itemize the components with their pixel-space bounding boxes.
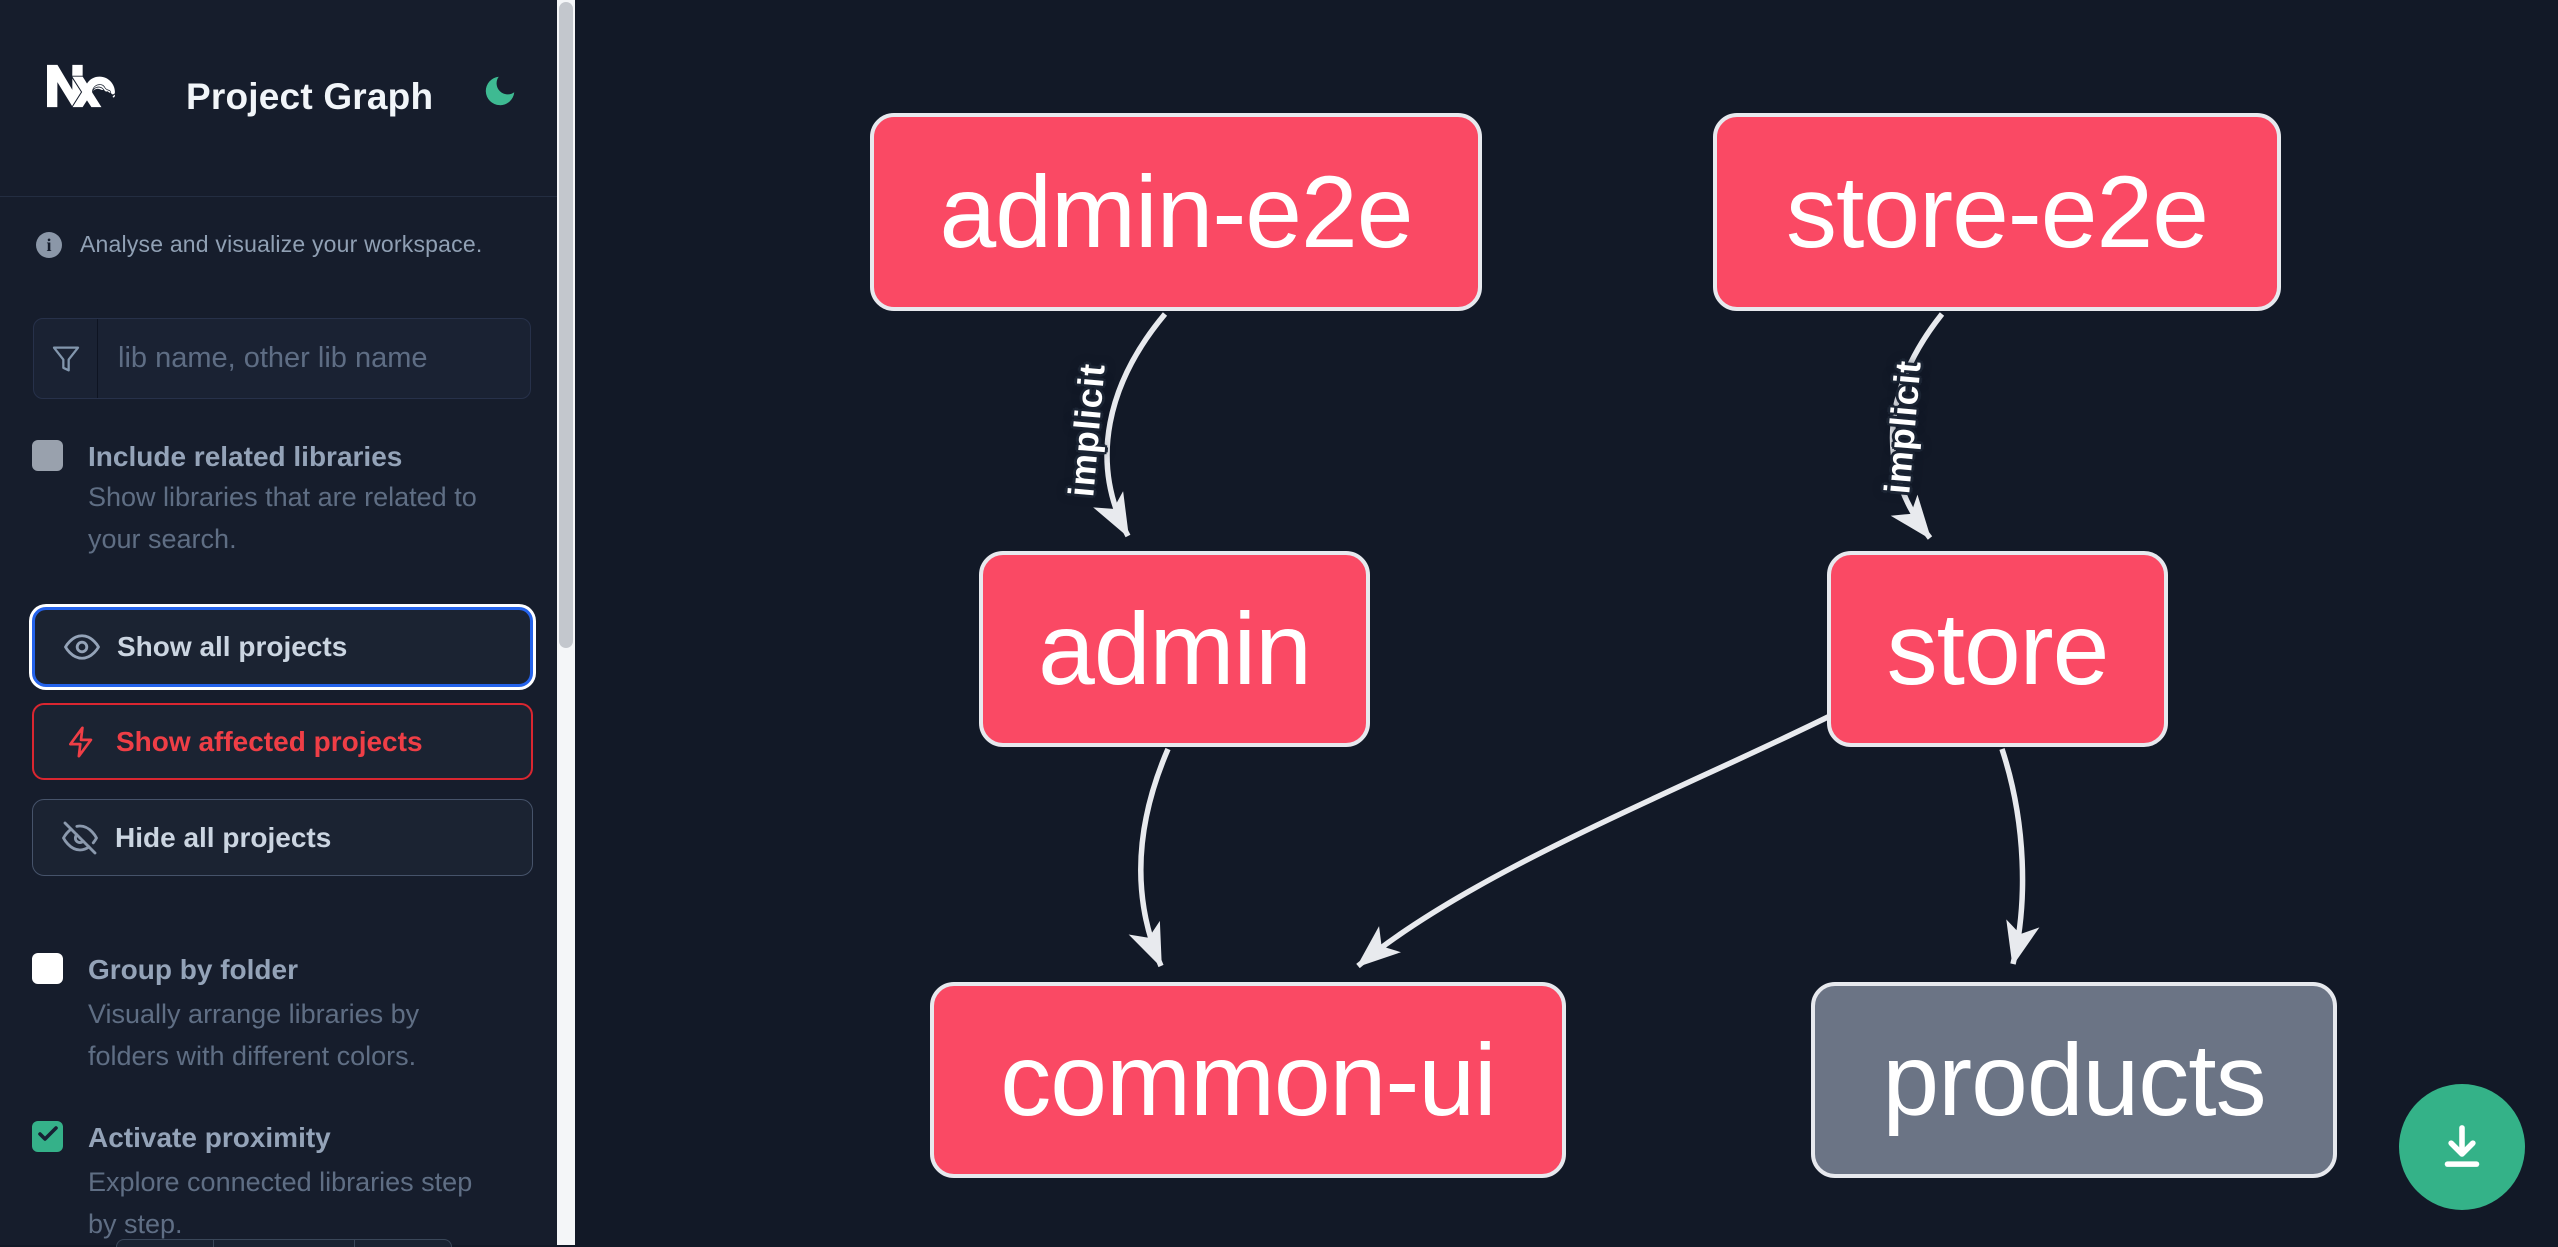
edge-admin-to-common-ui[interactable] [1141, 747, 1171, 966]
search-input[interactable] [98, 319, 530, 398]
show-all-projects-label: Show all projects [117, 631, 348, 662]
group-by-folder-description: Visually arrange libraries by folders wi… [88, 999, 420, 1071]
nx-logo [34, 52, 128, 125]
bolt-icon [62, 725, 100, 759]
group-by-folder-label: Group by folder [88, 954, 298, 985]
download-icon [2433, 1117, 2491, 1178]
edge-store-to-common-ui[interactable] [1356, 712, 1834, 969]
proximity-stepper-control[interactable] [116, 1239, 452, 1247]
download-graph-button[interactable] [2399, 1084, 2525, 1210]
include-related-description: Show libraries that are related to your … [88, 482, 477, 554]
dark-mode-toggle[interactable] [478, 70, 522, 114]
hide-all-projects-label: Hide all projects [115, 821, 332, 853]
eye-off-icon [61, 820, 99, 856]
node-admin[interactable]: admin [979, 551, 1370, 747]
node-products[interactable]: products [1811, 982, 2337, 1178]
include-related-checkbox[interactable] [32, 440, 63, 471]
activate-proximity-checkbox[interactable] [32, 1121, 63, 1152]
group-by-folder-checkbox[interactable] [32, 953, 63, 984]
page-title: Project Graph [186, 76, 434, 117]
include-related-label: Include related libraries [88, 441, 403, 472]
node-store[interactable]: store [1827, 551, 2168, 747]
moon-icon [481, 76, 519, 113]
info-text: Analyse and visualize your workspace. [80, 231, 483, 257]
search-bar [33, 318, 531, 399]
edge-admin-e2e-to-admin[interactable] [1107, 312, 1168, 536]
edge-store-to-products[interactable] [1999, 748, 2023, 965]
filter-icon [34, 319, 98, 398]
show-affected-projects-button[interactable]: Show affected projects [32, 703, 533, 780]
info-icon: i [36, 231, 62, 258]
edge-store-e2e-to-store[interactable] [1889, 312, 1945, 538]
node-common-ui[interactable]: common-ui [930, 982, 1566, 1178]
hide-all-projects-button[interactable]: Hide all projects [32, 799, 533, 876]
activate-proximity-label: Activate proximity [88, 1122, 331, 1153]
eye-icon [63, 629, 101, 665]
node-store-e2e[interactable]: store-e2e [1713, 113, 2281, 311]
show-all-projects-button[interactable]: Show all projects [32, 607, 533, 687]
header-divider [0, 196, 557, 197]
check-icon [36, 1122, 60, 1151]
sidebar-scrollbar-thumb[interactable] [559, 2, 573, 648]
show-affected-projects-label: Show affected projects [116, 725, 423, 757]
activate-proximity-description: Explore connected libraries step by step… [88, 1167, 473, 1239]
sidebar: Project Graph i Analyse and visualize yo… [0, 0, 557, 1247]
node-admin-e2e[interactable]: admin-e2e [870, 113, 1482, 311]
